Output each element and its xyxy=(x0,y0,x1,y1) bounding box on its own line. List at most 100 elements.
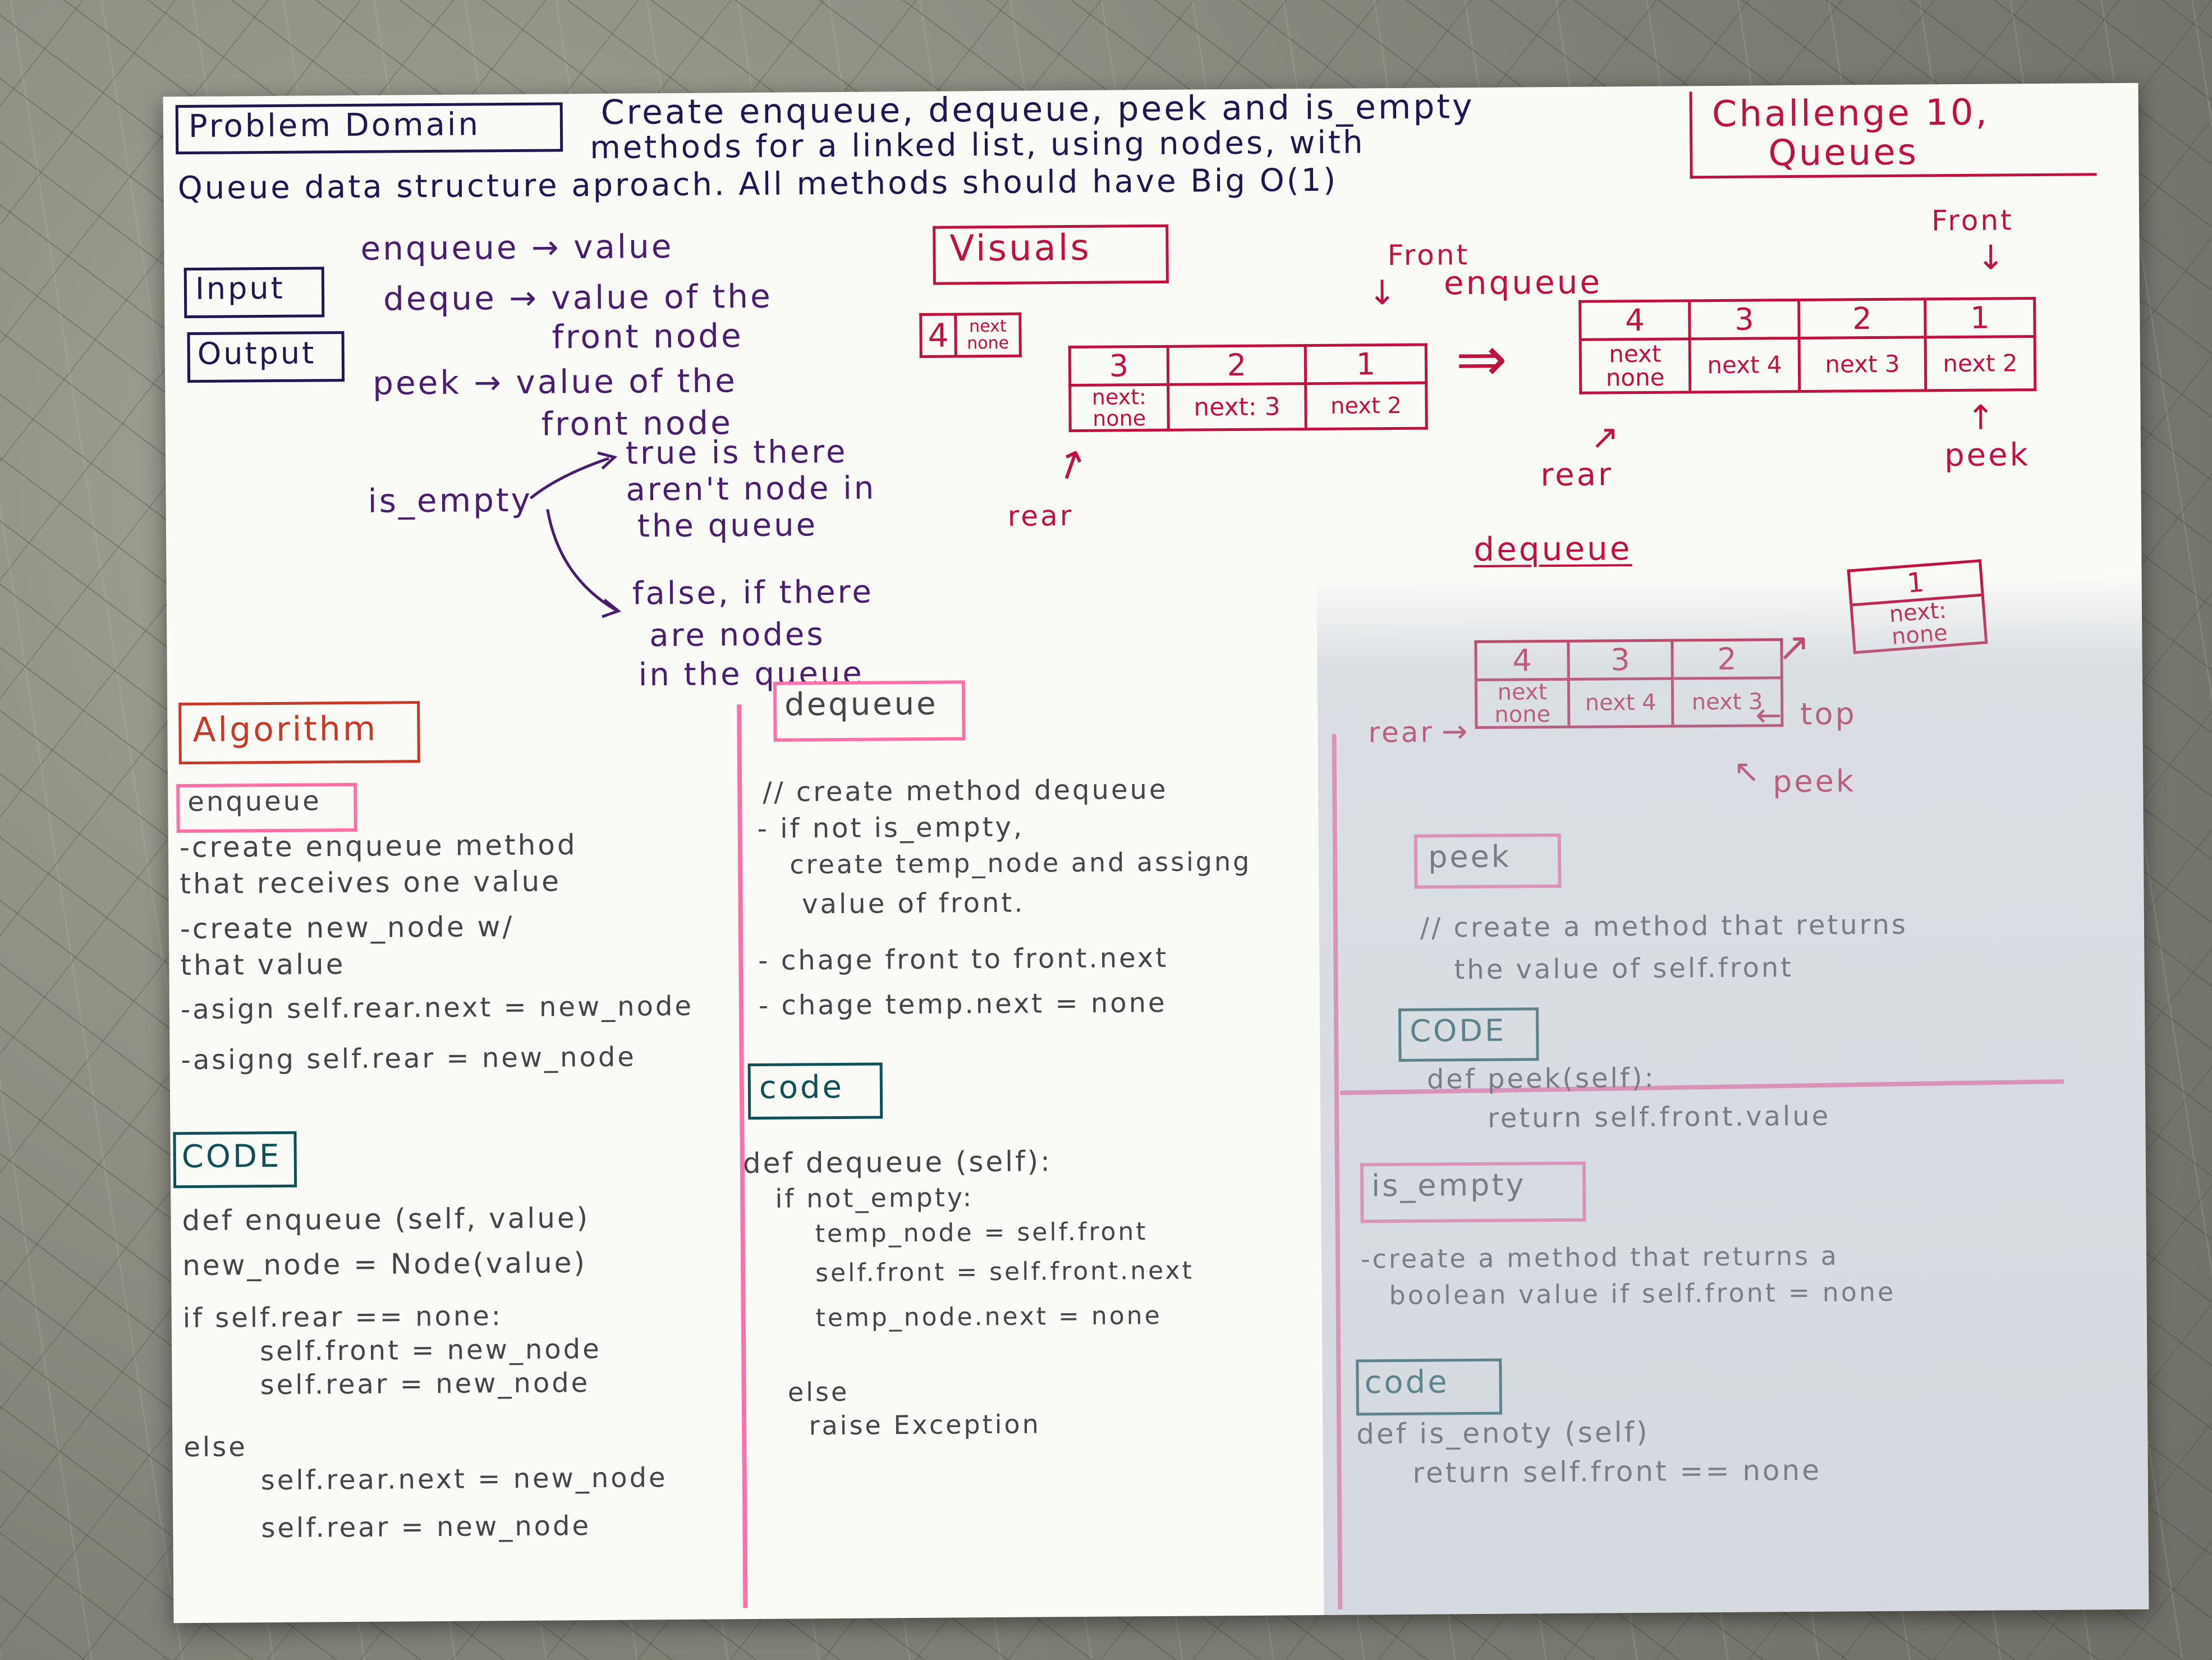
removed-node-next: next: none xyxy=(1851,595,1986,653)
dequeue-visual-label: dequeue xyxy=(1473,529,1632,569)
peek-output-line-1: peek → value of the xyxy=(372,361,737,402)
divider-right xyxy=(1332,733,1343,1609)
dequeue-step-3: create temp_node and assigng xyxy=(768,846,1252,880)
third-queue-top-arrow: ← xyxy=(1755,697,1782,734)
dequeue-step-5: - chage front to front.next xyxy=(758,942,1169,976)
third-queue-rear-label: rear xyxy=(1368,716,1435,749)
dequeue-section-label: dequeue xyxy=(784,685,938,723)
dequeue-code-line-7: raise Exception xyxy=(767,1409,1041,1441)
is-empty-step-2: boolean value if self.front = none xyxy=(1389,1276,1896,1311)
dequeue-code-line-2: if not_empty: xyxy=(754,1182,974,1214)
removed-node: 1 next: none xyxy=(1847,560,1988,654)
second-queue-peek-label: peek xyxy=(1944,437,2031,474)
enqueue-code-line-3: if self.rear == none: xyxy=(182,1300,503,1335)
second-queue-value-4: 1 xyxy=(1925,298,2035,337)
implies-arrow: ⇒ xyxy=(1455,323,1508,396)
enqueue-step-4: that value xyxy=(180,948,346,982)
is-empty-section-label: is_empty xyxy=(1371,1167,1526,1204)
third-queue-rear-arrow: → xyxy=(1441,713,1468,750)
third-queue-table: 4 3 2 next none next 4 next 3 xyxy=(1474,638,1783,729)
first-queue-next-2: next: 3 xyxy=(1168,383,1306,430)
is-empty-code-label: code xyxy=(1364,1364,1449,1401)
third-queue-value-2: 3 xyxy=(1568,640,1673,680)
third-queue-next-2: next 4 xyxy=(1568,678,1673,727)
challenge-title: Challenge 10, xyxy=(1711,91,1990,136)
input-label: Input xyxy=(195,270,285,306)
second-queue-next-4: next 2 xyxy=(1925,336,2035,391)
false-line-2: are nodes xyxy=(649,616,825,654)
enqueue-code-line-8: self.rear = new_node xyxy=(218,1510,591,1544)
enqueue-code-line-1: def enqueue (self, value) xyxy=(182,1202,590,1237)
deque-output-line-2: front node xyxy=(552,317,744,356)
second-queue-peek-arrow: ↑ xyxy=(1966,398,1995,438)
true-line-1: true is there xyxy=(625,433,848,472)
dequeue-code-line-4: self.front = self.front.next xyxy=(755,1256,1194,1288)
description-line-2: methods for a linked list, using nodes, … xyxy=(589,124,1365,167)
enqueue-code-label: CODE xyxy=(181,1138,282,1176)
first-queue-next-3: next 2 xyxy=(1305,383,1427,429)
dequeue-step-2: - if not is_empty, xyxy=(757,811,1025,845)
problem-domain-label: Problem Domain xyxy=(188,106,481,145)
enqueue-code-line-4: self.front = new_node xyxy=(216,1333,602,1368)
second-queue-next-3: next 3 xyxy=(1799,337,1926,392)
second-queue-value-3: 2 xyxy=(1798,299,1926,338)
third-queue-value-1: 4 xyxy=(1475,641,1569,680)
dequeue-step-6: - chage temp.next = none xyxy=(758,987,1167,1021)
first-queue-rear-arrow: ↓ xyxy=(1048,437,1095,492)
third-queue-value-3: 2 xyxy=(1672,639,1782,679)
enqueue-code-line-7: self.rear.next = new_node xyxy=(217,1462,668,1497)
second-queue-front-arrow: ↓ xyxy=(1976,238,2006,278)
second-queue-rear-label: rear xyxy=(1540,456,1614,494)
first-queue-value-2: 2 xyxy=(1168,345,1306,385)
visuals-title: Visuals xyxy=(949,227,1092,270)
second-queue-rear-arrow: ↗ xyxy=(1590,418,1619,457)
algorithm-title: Algorithm xyxy=(192,709,378,750)
is-empty-code-line-1: def is_enoty (self) xyxy=(1356,1415,1650,1451)
peek-code-label: CODE xyxy=(1410,1012,1507,1049)
deque-output-line-1: deque → value of the xyxy=(383,277,773,318)
second-queue-table: 4 3 2 1 next none next 4 next 3 next 2 xyxy=(1578,297,2036,395)
whiteboard-sheet: Problem Domain Create enqueue, dequeue, … xyxy=(163,82,2149,1624)
first-queue-next-1: next: none xyxy=(1070,384,1169,431)
output-label: Output xyxy=(197,335,316,372)
second-queue-next-2: next 4 xyxy=(1690,338,1800,392)
enqueue-code-line-6: else xyxy=(183,1431,247,1464)
second-queue-next-1: next none xyxy=(1580,338,1690,393)
enqueue-step-5: -asign self.rear.next = new_node xyxy=(180,990,694,1026)
first-queue-value-3: 1 xyxy=(1305,345,1426,384)
peek-step-1: // create a method that returns xyxy=(1420,909,1908,944)
is-empty-branch-arrows xyxy=(529,451,622,618)
enqueue-code-line-2: new_node = Node(value) xyxy=(182,1246,588,1282)
is-empty-code-line-2: return self.front == none xyxy=(1379,1453,1822,1490)
third-queue-peek-arrow: ↖ xyxy=(1733,753,1760,790)
enqueue-step-3: -create new_node w/ xyxy=(180,910,515,946)
second-queue-value-1: 4 xyxy=(1580,300,1690,340)
first-queue-table: 3 2 1 next: none next: 3 next 2 xyxy=(1068,343,1428,432)
enqueue-code-line-5: self.rear = new_node xyxy=(217,1367,590,1401)
first-queue-value-1: 3 xyxy=(1070,346,1168,386)
third-queue-top-label: top xyxy=(1800,696,1857,732)
peek-section-label: peek xyxy=(1428,838,1512,875)
challenge-subtitle: Queues xyxy=(1768,131,1919,175)
false-line-1: false, if there xyxy=(632,574,874,612)
true-line-3: the queue xyxy=(637,507,818,545)
enqueue-section-label: enqueue xyxy=(187,785,322,818)
dequeue-code-line-3: temp_node = self.front xyxy=(754,1217,1148,1249)
is-empty-label: is_empty xyxy=(368,480,533,520)
first-queue-front-arrow: ↓ xyxy=(1367,273,1397,313)
second-queue-front-label: Front xyxy=(1931,204,2014,237)
enqueue-output-line: enqueue → value xyxy=(360,227,674,268)
first-queue-rear-label: rear xyxy=(1007,499,1074,533)
peek-step-2: the value of self.front xyxy=(1454,952,1794,986)
single-node-value: 4 xyxy=(920,314,956,357)
enqueue-step-2: that receives one value xyxy=(180,865,562,901)
description-line-3: Queue data structure aproach. All method… xyxy=(177,162,1338,207)
peek-code-line-2: return self.front.value xyxy=(1455,1100,1831,1135)
dequeue-code-line-5: temp_node.next = none xyxy=(755,1301,1162,1333)
dequeue-code-line-6: else xyxy=(767,1376,850,1407)
third-queue-peek-label: peek xyxy=(1772,763,1856,800)
true-line-2: aren't node in xyxy=(626,470,876,508)
enqueue-step-1: -create enqueue method xyxy=(179,828,577,864)
third-queue-next-1: next none xyxy=(1476,679,1569,728)
is-empty-step-1: -create a method that returns a xyxy=(1360,1240,1839,1274)
